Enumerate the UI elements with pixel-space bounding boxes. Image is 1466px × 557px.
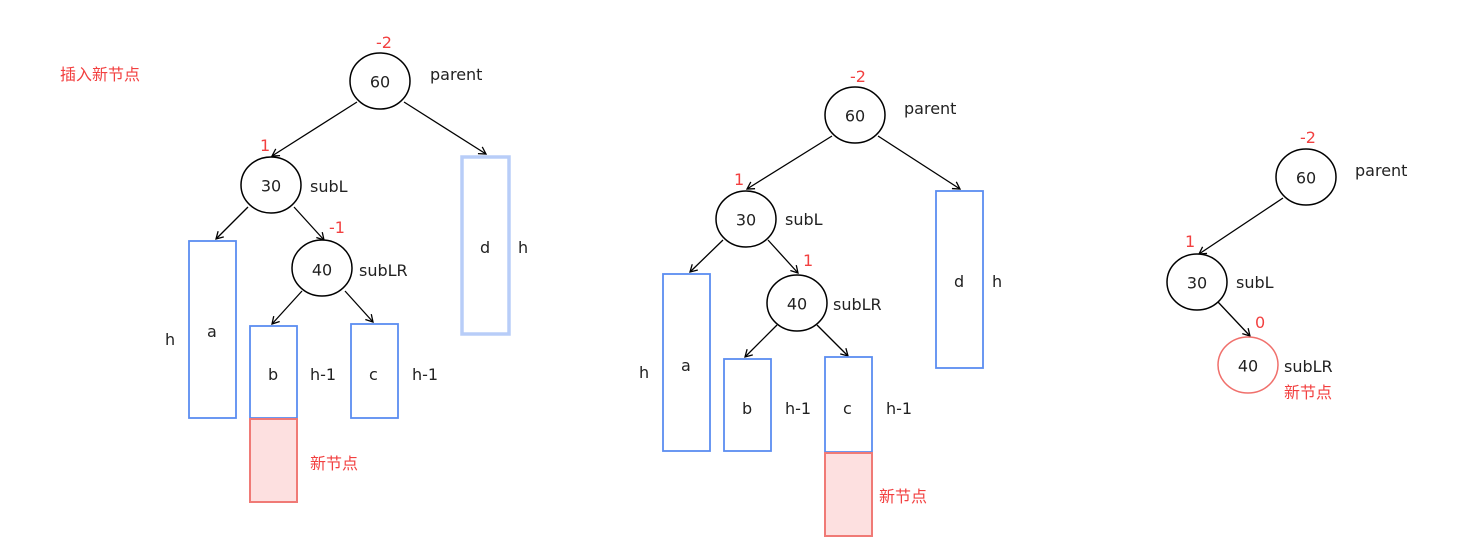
node-parent-role: parent (430, 65, 482, 84)
subtree-c (350, 323, 399, 419)
node-subLR-bf: -1 (329, 218, 345, 237)
edge-parent-subL (745, 135, 833, 190)
diagram-insert-into-b: a h b h-1 c h-1 d h 新节点 60 parent -2 30 … (165, 33, 528, 503)
node-parent (824, 86, 886, 144)
edge-parent-d (877, 135, 962, 190)
edge-subL-a (215, 206, 249, 240)
node-subLR-key: 40 (787, 295, 807, 314)
node-subL-role: subL (1236, 273, 1274, 292)
insert-new-node-title: 插入新节点 (60, 65, 140, 84)
new-node-label: 新节点 (879, 487, 927, 506)
subtree-b-height: h-1 (785, 399, 811, 418)
subtree-d-label: d (954, 272, 964, 291)
edge-subLR-b (744, 324, 778, 358)
node-parent-key: 60 (1296, 169, 1316, 188)
node-subLR-bf: 0 (1255, 313, 1265, 332)
node-subLR-role: subLR (1284, 357, 1333, 376)
edge-subL-subLR (1217, 301, 1251, 337)
subtree-a (662, 273, 711, 452)
node-subL-key: 30 (1187, 274, 1207, 293)
diagram-subLR-is-new: 60 parent -2 30 subL 1 40 subLR 0 新节点 (1166, 128, 1407, 402)
node-parent (1275, 148, 1337, 206)
subtree-b (249, 325, 298, 419)
subtree-a-label: a (681, 356, 691, 375)
edge-subLR-c (344, 290, 374, 323)
node-subLR-key: 40 (312, 261, 332, 280)
node-subL (1166, 253, 1228, 311)
diagram-insert-into-c: a h b h-1 c h-1 d h 新节点 60 parent -2 30 … (639, 67, 1002, 537)
subtree-d-height: h (992, 272, 1002, 291)
node-subLR-key: 40 (1238, 357, 1258, 376)
node-parent-bf: -2 (376, 33, 392, 52)
node-subLR (291, 239, 353, 297)
node-subL-bf: 1 (1185, 232, 1195, 251)
subtree-d (935, 190, 984, 369)
subtree-c (824, 356, 873, 453)
subtree-b-label: b (268, 365, 278, 384)
node-subL-role: subL (310, 177, 348, 196)
new-node-block (249, 418, 298, 503)
node-subL-key: 30 (736, 211, 756, 230)
node-subL-bf: 1 (260, 136, 270, 155)
node-subL (715, 190, 777, 248)
subtree-a-height: h (165, 330, 175, 349)
node-subLR (1217, 336, 1279, 394)
node-subLR (766, 274, 828, 332)
subtree-d (460, 155, 511, 336)
node-parent-role: parent (1355, 161, 1407, 180)
node-subLR-role: subLR (359, 261, 408, 280)
edge-subLR-c (816, 324, 849, 357)
subtree-b (723, 358, 772, 452)
edge-parent-subL (1197, 197, 1284, 255)
node-parent (349, 52, 411, 110)
subtree-a-label: a (207, 322, 217, 341)
subtree-a-height: h (639, 363, 649, 382)
edge-subL-subLR (767, 239, 799, 274)
node-subL-key: 30 (261, 177, 281, 196)
subtree-b-label: b (742, 399, 752, 418)
subtree-c-label: c (843, 399, 852, 418)
edge-parent-d (403, 101, 488, 155)
node-subL-bf: 1 (734, 170, 744, 189)
edge-subLR-b (271, 290, 303, 325)
subtree-c-label: c (369, 365, 378, 384)
new-node-block (824, 452, 873, 537)
edge-subL-a (689, 239, 724, 273)
node-subLR-role: subLR (833, 295, 882, 314)
subtree-b-height: h-1 (310, 365, 336, 384)
node-parent-bf: -2 (850, 67, 866, 86)
subtree-a (188, 240, 237, 419)
subtree-c-height: h-1 (886, 399, 912, 418)
node-parent-bf: -2 (1300, 128, 1316, 147)
node-subLR-bf: 1 (803, 251, 813, 270)
node-parent-key: 60 (370, 73, 390, 92)
node-subL (240, 156, 302, 214)
edge-subL-subLR (293, 206, 325, 241)
subtree-d-height: h (518, 238, 528, 257)
node-parent-key: 60 (845, 107, 865, 126)
edge-parent-subL (270, 101, 358, 157)
subtree-c-height: h-1 (412, 365, 438, 384)
node-subL-role: subL (785, 210, 823, 229)
new-node-label: 新节点 (310, 454, 358, 473)
node-parent-role: parent (904, 99, 956, 118)
subtree-d-label: d (480, 238, 490, 257)
new-node-label: 新节点 (1284, 383, 1332, 402)
